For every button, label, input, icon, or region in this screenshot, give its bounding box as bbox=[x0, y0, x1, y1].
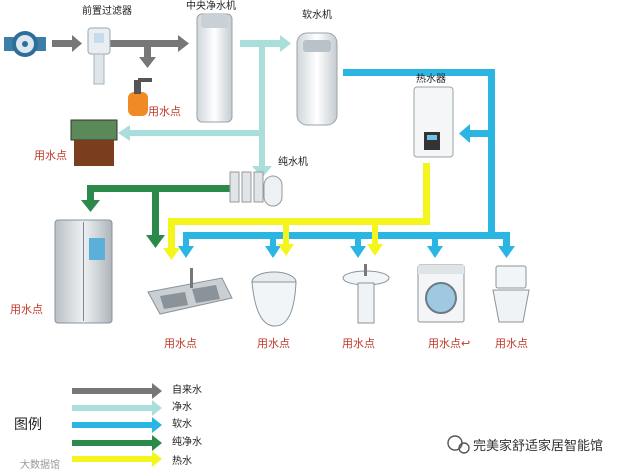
toilet-icon bbox=[492, 265, 530, 323]
use-point-fridge: 用水点 bbox=[10, 303, 43, 316]
soft-water-pipes bbox=[178, 69, 515, 258]
legend-title: 图例 bbox=[14, 417, 42, 433]
pure-water-machine-icon bbox=[229, 171, 283, 207]
softener-label: 软水机 bbox=[302, 10, 332, 21]
watermark-right: 完美家舒适家居智能馆 bbox=[473, 439, 604, 454]
pure-water-machine-label: 纯水机 bbox=[278, 157, 308, 168]
use-point-sink: 用水点 bbox=[164, 337, 197, 350]
sprayer-icon bbox=[128, 78, 152, 116]
use-point-basin: 用水点 bbox=[342, 337, 375, 350]
wechat-logo-icon bbox=[447, 435, 470, 454]
use-point-sprayer: 用水点 bbox=[148, 105, 181, 118]
water-heater-icon bbox=[413, 86, 454, 158]
use-point-washer: 用水点↩ bbox=[428, 337, 471, 350]
use-point-bathtub: 用水点 bbox=[257, 337, 290, 350]
legend-label-tap: 自来水 bbox=[172, 385, 202, 396]
kitchen-sink-icon bbox=[147, 268, 233, 315]
use-point-toilet: 用水点 bbox=[495, 337, 528, 350]
legend-label-clean: 净水 bbox=[172, 402, 192, 413]
use-point-aquarium: 用水点 bbox=[34, 149, 67, 162]
washing-machine-icon bbox=[417, 264, 465, 323]
water-meter-icon bbox=[4, 31, 46, 57]
watermark-left: 大数据馆 bbox=[20, 460, 60, 471]
refrigerator-icon bbox=[54, 219, 113, 324]
prefilter-label: 前置过滤器 bbox=[82, 6, 132, 17]
water-heater-label: 热水器 bbox=[416, 74, 446, 85]
hot-water-pipes bbox=[163, 163, 430, 260]
tap-water-pipes bbox=[52, 35, 189, 68]
prefilter-icon bbox=[87, 27, 111, 85]
legend-swatches bbox=[72, 383, 162, 467]
central-purifier-label: 中央净水机 bbox=[186, 1, 236, 12]
aquarium-icon bbox=[70, 119, 118, 166]
legend-label-soft: 软水 bbox=[172, 419, 192, 430]
bathtub-icon bbox=[251, 271, 297, 327]
softener-icon bbox=[296, 32, 338, 126]
washbasin-icon bbox=[342, 264, 390, 324]
legend-label-hot: 热水 bbox=[172, 456, 192, 467]
pure-water-pipes bbox=[81, 185, 232, 248]
legend-label-pure: 纯净水 bbox=[172, 437, 202, 448]
central-purifier-icon bbox=[196, 13, 233, 123]
